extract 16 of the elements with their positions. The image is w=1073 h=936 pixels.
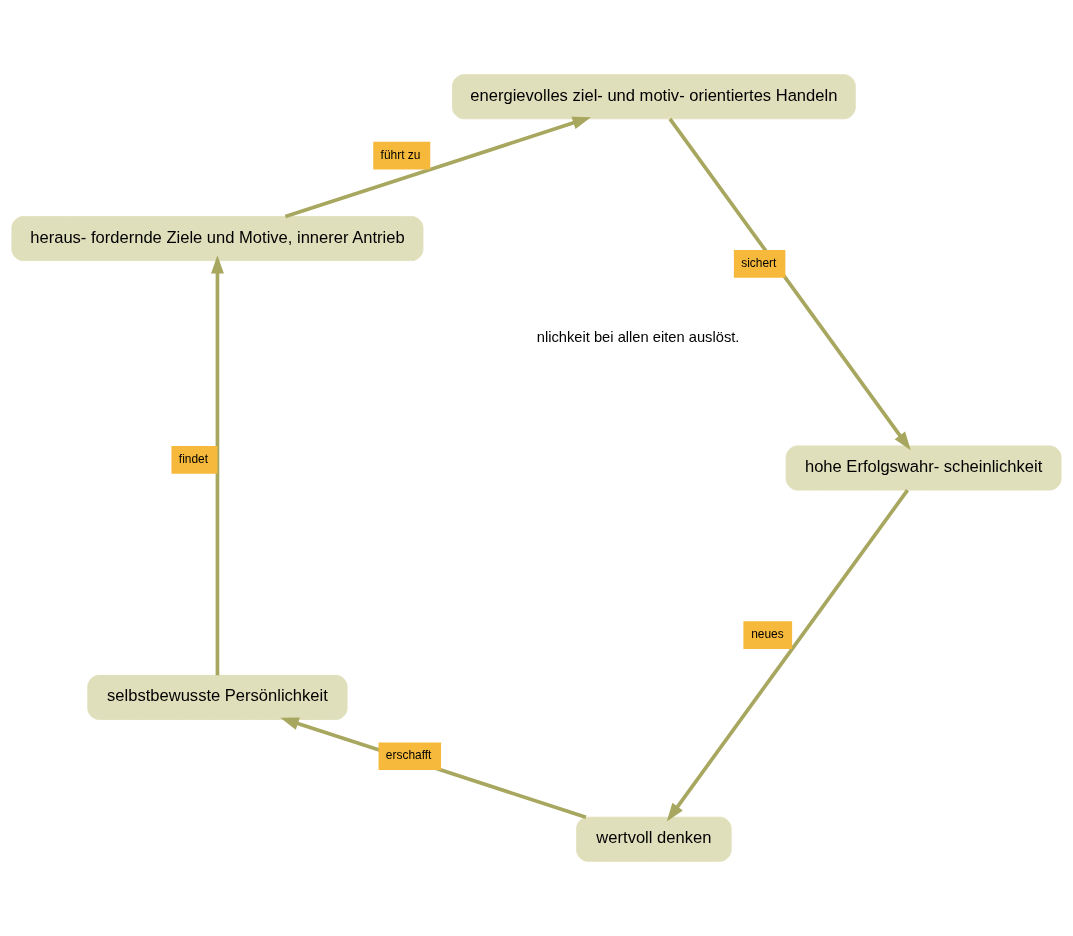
arrow: [666, 489, 910, 822]
edge-label: findet: [178, 451, 209, 466]
edge-label: sichert: [741, 256, 777, 271]
arrow: [211, 255, 224, 676]
edge-label: neues: [751, 627, 784, 642]
edge-label: führt zu: [380, 147, 421, 162]
node-box: energievolles ziel- und motiv- orientiertes Handeln: [452, 74, 856, 120]
node-box: hohe Erfolgswahr- scheinlichkeit: [785, 445, 1062, 491]
arrow: [668, 117, 911, 451]
arrow: [280, 717, 587, 819]
node-box: selbstbewusste Persönlichkeit: [87, 674, 348, 720]
node-box: heraus- fordernde Ziele und Motive, innerer Antrieb: [11, 216, 424, 262]
edge-label: erschafft: [385, 748, 432, 763]
arrow: [284, 116, 591, 219]
node-box: wertvoll denken: [576, 816, 732, 862]
label: nlichkeit bei allen eiten auslöst.: [536, 328, 740, 345]
